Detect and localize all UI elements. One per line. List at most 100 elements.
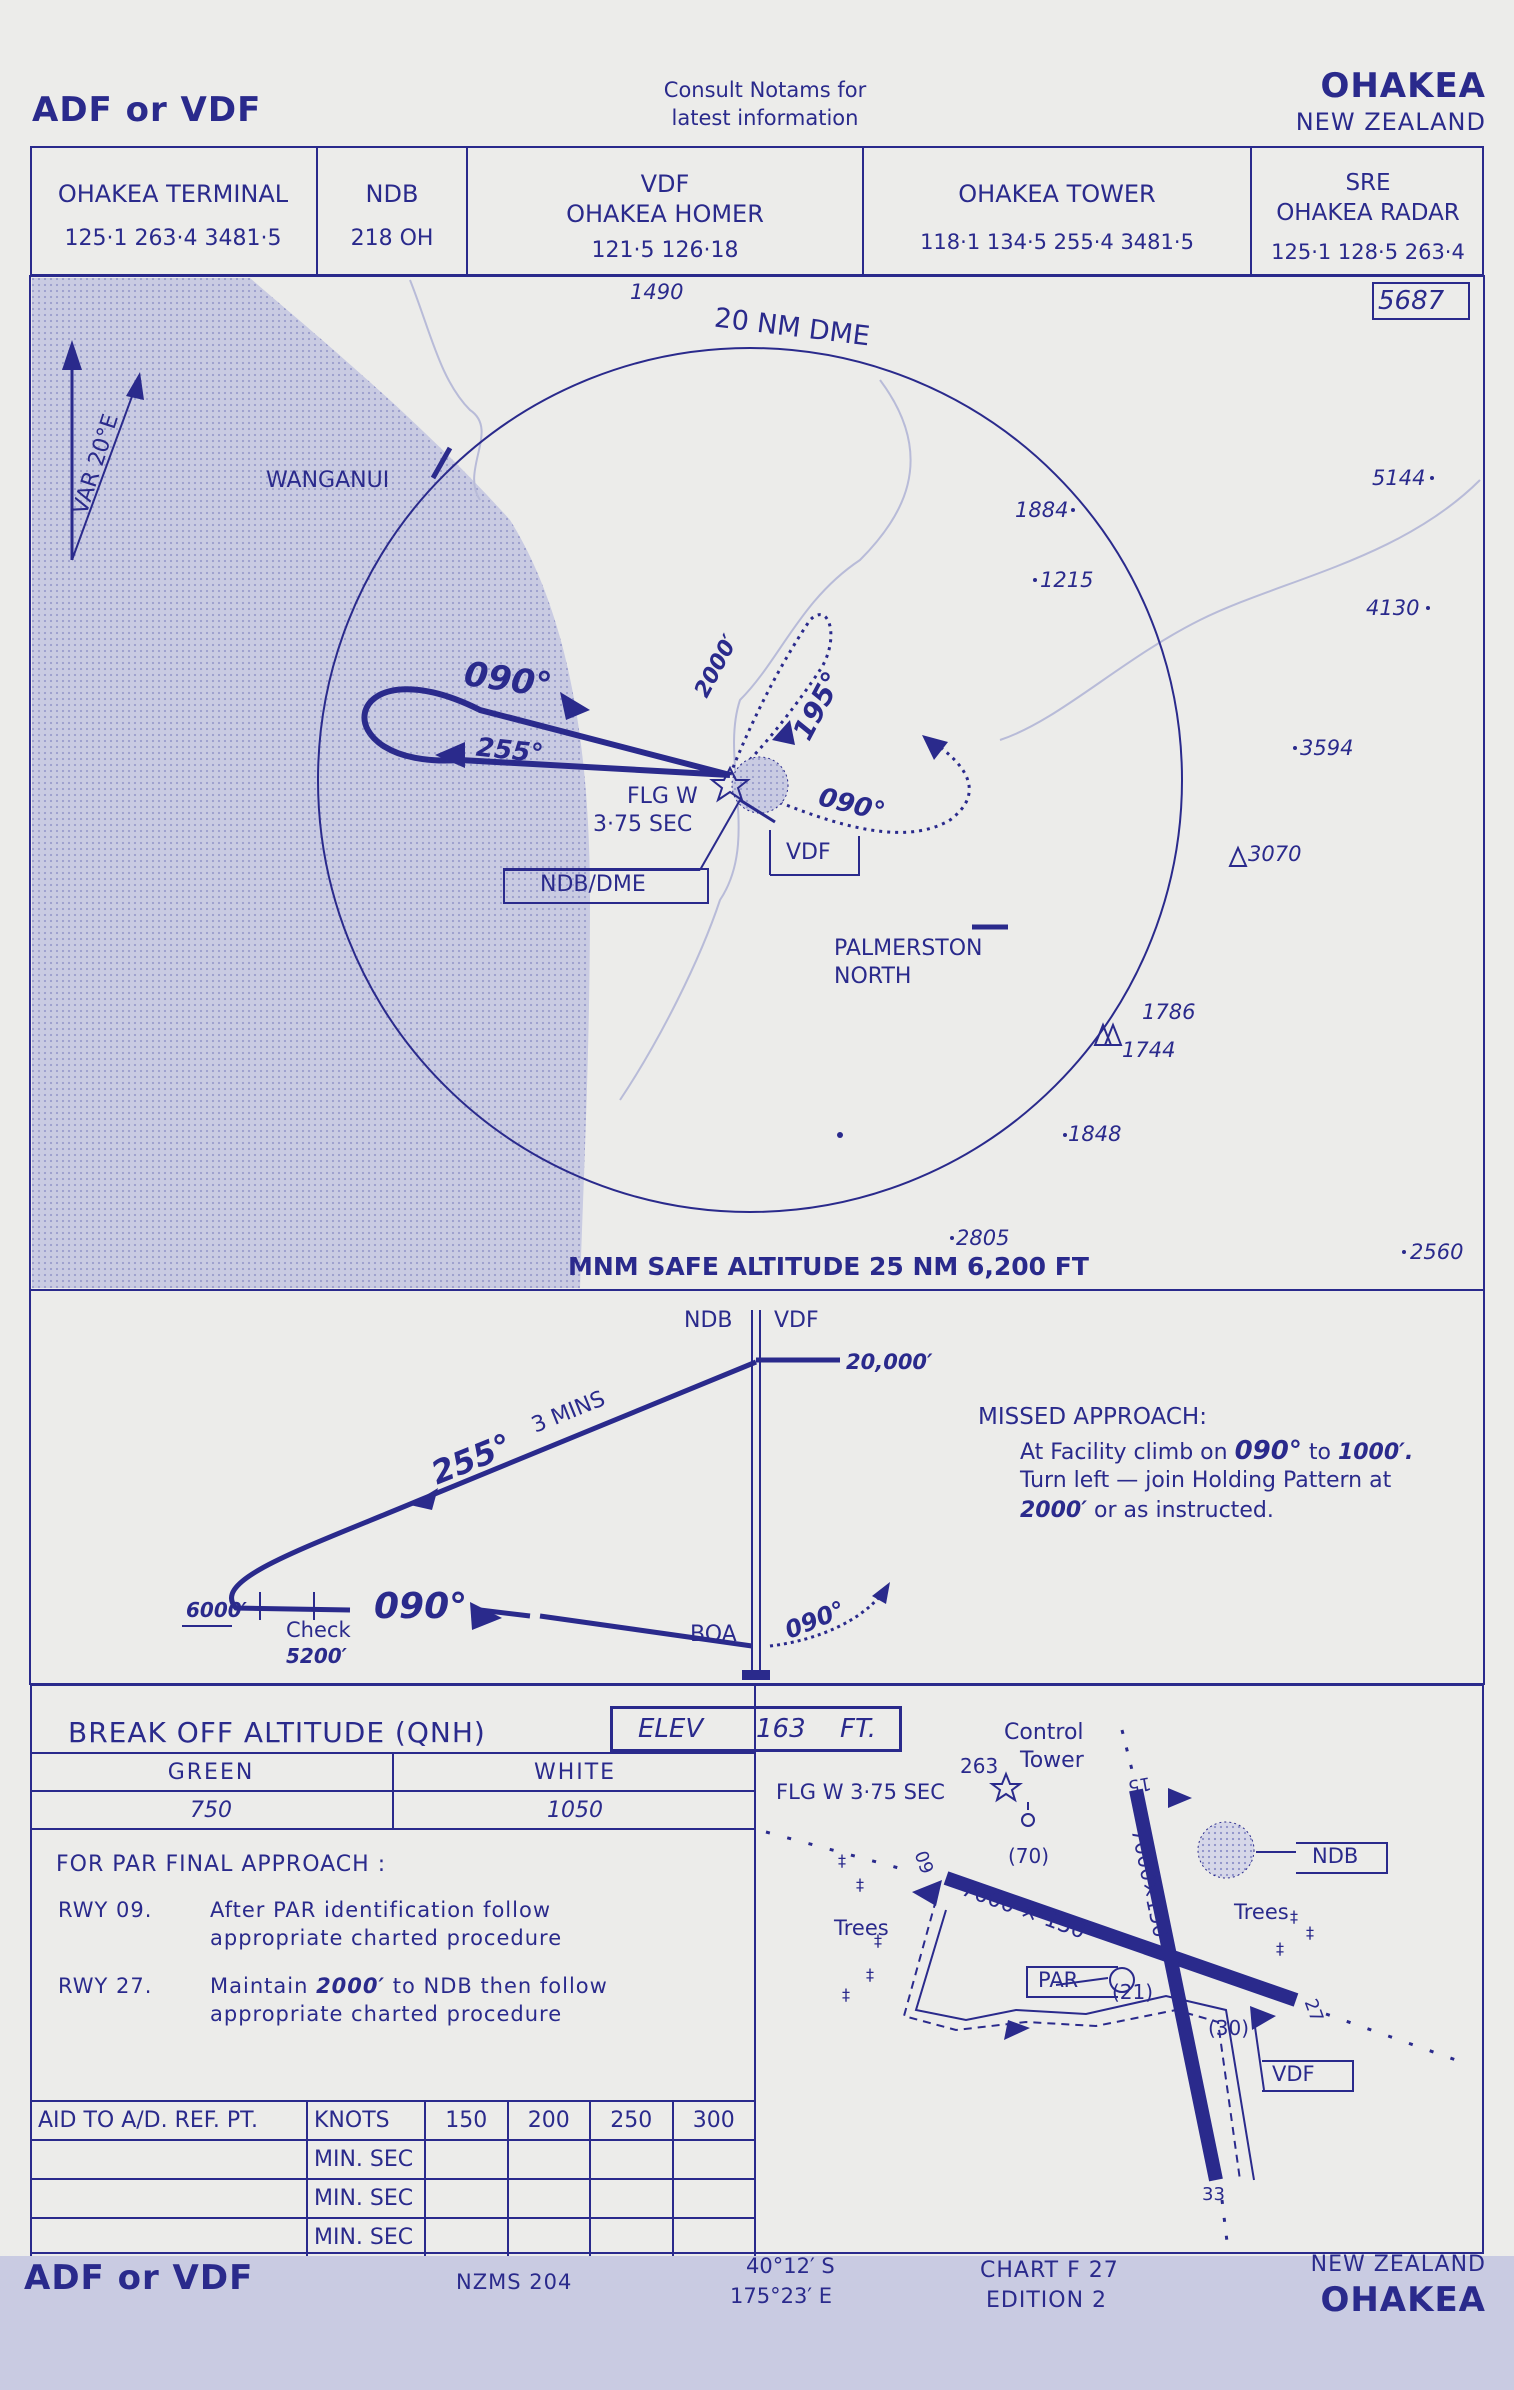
- elev-1848: 1848: [1068, 1122, 1122, 1146]
- svg-text:‡: ‡: [1306, 1923, 1314, 1942]
- elevation-label: ELEV: [638, 1714, 704, 1744]
- missed-approach-line2: Turn left — join Holding Pattern at: [1020, 1468, 1392, 1493]
- freq-tower-name: OHAKEA TOWER: [958, 180, 1156, 208]
- marker-30: (30): [1208, 2016, 1250, 2040]
- max-elevation: 5687: [1378, 286, 1445, 316]
- marker-70: (70): [1008, 1844, 1050, 1868]
- elev-4130: 4130: [1366, 596, 1420, 620]
- msa-label: MNM SAFE ALTITUDE 25 NM 6,200 FT: [568, 1252, 1089, 1281]
- profile-check-1: Check: [286, 1618, 351, 1642]
- profile-min-altitude: 6000′: [186, 1598, 247, 1622]
- profile-inbound: 090°: [374, 1586, 468, 1627]
- table-row: MIN. SEC: [30, 2139, 756, 2180]
- elev-1744: 1744: [1122, 1038, 1176, 1062]
- freq-ndb-name: NDB: [365, 180, 419, 208]
- profile-boa: BOA: [690, 1622, 737, 1647]
- svg-text:‡: ‡: [856, 1875, 864, 1894]
- vdf-label: VDF: [786, 840, 831, 865]
- timing-header-knots: KNOTS: [306, 2100, 426, 2141]
- freq-terminal-values: 125·1 263·4 3481·5: [64, 226, 282, 251]
- missed-approach-title: MISSED APPROACH:: [978, 1404, 1207, 1430]
- profile-ndb: NDB: [684, 1308, 733, 1333]
- freq-ndb-values: 218 OH: [350, 226, 434, 251]
- elev-2805: 2805: [956, 1226, 1010, 1250]
- trees-right: Trees: [1234, 1900, 1289, 1924]
- ndb-dme-box: [503, 868, 709, 904]
- max-elevation-box: [1372, 282, 1470, 320]
- par-title: FOR PAR FINAL APPROACH :: [56, 1852, 387, 1877]
- rwy27-line2: appropriate charted procedure: [210, 2002, 563, 2026]
- aerodrome-par: PAR: [1038, 1968, 1079, 1992]
- ndb-marker-box: [1296, 1842, 1388, 1874]
- minima-panel: [30, 1684, 1484, 2254]
- ndb-dme-label: NDB/DME: [540, 872, 646, 897]
- flasher-label-2: 3·75 SEC: [593, 812, 693, 837]
- footer-nzms: NZMS 204: [456, 2270, 573, 2294]
- freq-radar-name2: OHAKEA RADAR: [1276, 200, 1460, 226]
- boa-title: BREAK OFF ALTITUDE (QNH): [68, 1716, 486, 1749]
- freq-vdf-values: 121·5 126·18: [591, 238, 739, 263]
- footer-latitude: 40°12′ S: [746, 2254, 835, 2278]
- palmerston-label-2: NORTH: [834, 964, 912, 989]
- missed-approach-line1: At Facility climb on 090° to 1000′.: [1020, 1436, 1414, 1466]
- control-tower-label-1: Control: [1004, 1720, 1084, 1745]
- trees-left: Trees: [834, 1916, 889, 1940]
- timing-header-200: 200: [506, 2100, 591, 2141]
- par-marker-box: [1026, 1966, 1118, 1998]
- green-header: GREEN: [167, 1760, 255, 1785]
- svg-text:‡: ‡: [842, 1985, 850, 2004]
- elev-1490: 1490: [630, 280, 684, 304]
- flasher-label-1: FLG W: [627, 784, 698, 809]
- freq-radar-values: 125·1 128·5 263·4: [1271, 240, 1465, 264]
- timing-header-250: 250: [589, 2100, 674, 2141]
- chart-title-left: ADF or VDF: [32, 90, 262, 130]
- freq-vdf-name2: OHAKEA HOMER: [566, 200, 764, 228]
- svg-text:‡: ‡: [1290, 1907, 1298, 1926]
- svg-text:‡: ‡: [874, 1931, 882, 1950]
- white-value: 1050: [547, 1798, 603, 1823]
- timing-table: AID TO A/D. REF. PT. KNOTS 150 200 250 3…: [30, 2100, 756, 2258]
- elev-2560: 2560: [1410, 1240, 1464, 1264]
- aerodrome-elevation-box: [610, 1706, 902, 1752]
- aerodrome-diagram: ‡ ‡ ‡ ‡ ‡ ‡ ‡ ‡: [765, 1729, 1457, 2251]
- footer-longitude: 175°23′ E: [730, 2284, 833, 2308]
- rwy09-label: RWY 09.: [58, 1898, 153, 1922]
- elevation-unit: FT.: [840, 1714, 877, 1744]
- green-value: 750: [190, 1798, 232, 1823]
- place-name: OHAKEA: [1320, 66, 1486, 106]
- country-name: NEW ZEALAND: [1295, 108, 1486, 136]
- control-tower-label-2: Tower: [1020, 1748, 1084, 1773]
- rwy09-line1: After PAR identification follow: [210, 1898, 551, 1922]
- footer-band: [0, 2256, 1514, 2390]
- profile-top-altitude: 20,000′: [846, 1350, 933, 1374]
- elev-1786: 1786: [1142, 1000, 1196, 1024]
- notam-notice-1: Consult Notams for: [663, 78, 867, 102]
- runway-15-label: 15: [1126, 1772, 1153, 1797]
- aerodrome-vdf: VDF: [1272, 2062, 1315, 2086]
- profile-vdf: VDF: [774, 1308, 819, 1333]
- footer-chart: CHART F 27: [980, 2258, 1119, 2283]
- elev-5144: 5144: [1372, 466, 1426, 490]
- marker-21: (21): [1112, 1980, 1154, 2004]
- svg-text:‡: ‡: [866, 1965, 874, 1984]
- tower-elevation: 263: [960, 1754, 999, 1778]
- aerodrome-flasher: FLG W 3·75 SEC: [776, 1780, 945, 1804]
- vdf-marker-box: [1262, 2060, 1354, 2092]
- freq-terminal-name: OHAKEA TERMINAL: [57, 180, 289, 208]
- footer-title-left: ADF or VDF: [24, 2258, 254, 2298]
- timing-header-150: 150: [424, 2100, 509, 2141]
- table-row: MIN. SEC: [30, 2217, 756, 2258]
- footer-country: NEW ZEALAND: [1310, 2252, 1486, 2277]
- elevation-value: 163: [756, 1714, 806, 1744]
- rwy27-label: RWY 27.: [58, 1974, 153, 1998]
- elev-3594: 3594: [1300, 736, 1354, 760]
- wanganui-label: WANGANUI: [266, 468, 390, 493]
- table-row: MIN. SEC: [30, 2178, 756, 2219]
- timing-table-header: AID TO A/D. REF. PT. KNOTS 150 200 250 3…: [30, 2100, 756, 2141]
- svg-text:‡: ‡: [838, 1851, 846, 1870]
- profile-check-2: 5200′: [286, 1644, 347, 1668]
- freq-radar-name: SRE: [1345, 170, 1391, 196]
- freq-vdf-name: VDF: [640, 170, 690, 198]
- white-header: WHITE: [533, 1760, 617, 1785]
- runway-33-label: 33: [1202, 2184, 1225, 2205]
